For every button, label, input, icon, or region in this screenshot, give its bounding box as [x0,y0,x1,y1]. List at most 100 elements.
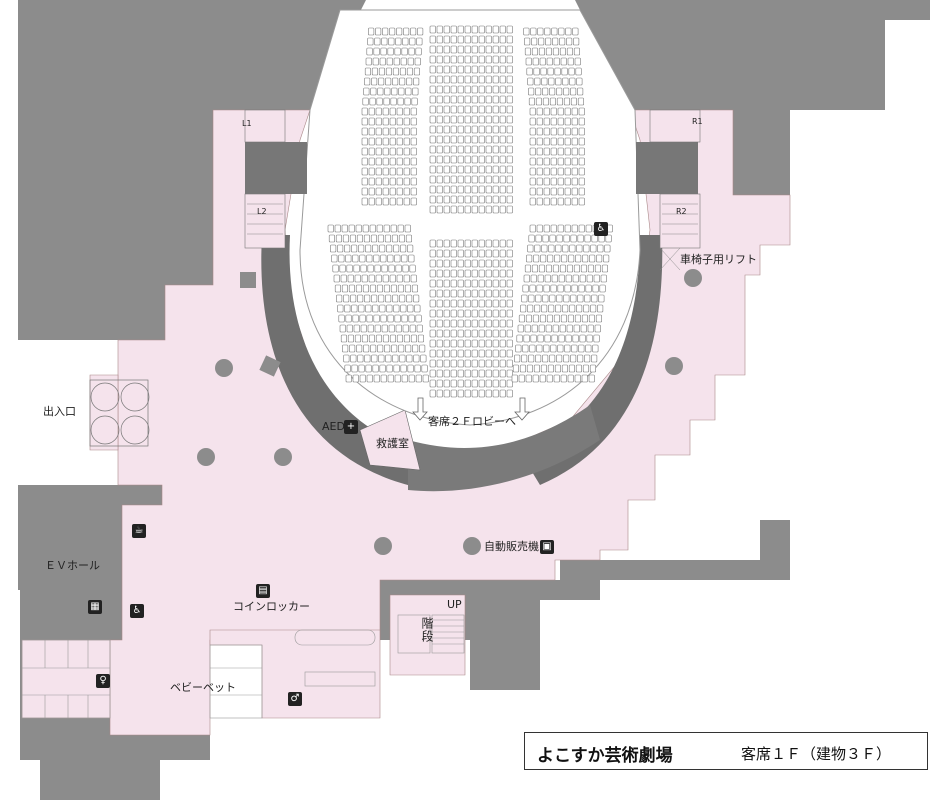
seat-right-upper [563,97,571,106]
seat-right-upper [525,57,532,66]
seat-right-lower [588,374,595,383]
seat-right-upper [571,147,578,156]
seat-center-upper [443,155,450,164]
seat-left-lower [403,274,410,283]
seat-left-upper [396,157,403,166]
seat-left-upper [368,197,375,206]
seat-right-lower [518,374,525,383]
seat-right-lower [539,314,547,323]
seat-left-lower [397,224,404,233]
seat-left-upper [389,157,396,166]
accessible-toilet-icon: ♿ [130,604,144,618]
seat-center-upper [485,135,492,144]
seat-center-lower [443,359,450,368]
seat-center-upper [471,165,478,174]
seat-center-lower [443,269,450,278]
seat-center-upper [450,145,457,154]
seat-right-lower [549,294,556,303]
seat-right-lower [529,284,536,293]
seat-center-lower [492,309,499,318]
seat-right-lower [528,294,535,303]
seat-left-upper [368,147,375,156]
seat-center-upper [436,205,443,214]
seat-center-lower [429,339,436,348]
seat-right-lower [538,264,546,273]
seat-left-upper [382,127,389,136]
seat-right-upper [543,137,550,146]
seat-center-upper [499,175,506,184]
seat-right-lower [550,344,557,353]
seat-center-upper [457,165,464,174]
seat-right-upper [566,47,574,56]
seat-center-upper [464,105,471,114]
seat-right-upper [571,167,578,176]
seat-center-upper [485,185,492,194]
seat-center-upper [485,165,492,174]
seat-left-upper [385,77,392,86]
seat-right-lower [555,244,562,253]
seat-left-upper [396,127,403,136]
seat-right-lower [528,354,535,363]
seat-center-upper [499,125,506,134]
seat-left-lower [407,244,414,253]
seat-left-lower [354,274,361,283]
seat-center-upper [485,125,492,134]
seat-center-lower [506,289,513,298]
seat-right-upper [557,147,564,156]
seat-center-lower [492,369,499,378]
seat-center-upper [499,95,506,104]
seat-left-lower [330,244,337,253]
seat-right-upper [539,57,546,66]
seat-left-lower [399,294,406,303]
seat-right-upper [578,147,585,156]
seat-center-lower [492,299,499,308]
seat-center-lower [450,249,457,258]
seat-center-lower [450,329,457,338]
seat-center-upper [478,65,485,74]
seat-right-upper [543,167,550,176]
seat-right-lower [511,374,518,383]
seat-left-upper [396,107,403,116]
seat-center-upper [478,165,485,174]
seat-left-lower [394,254,401,263]
seat-center-lower [499,259,506,268]
seat-center-lower [471,249,478,258]
seat-right-upper [571,107,578,116]
seat-center-lower [436,259,443,268]
ev-hall-label: ＥＶホール [45,559,100,572]
seat-right-lower [527,244,534,253]
seat-center-lower [485,359,492,368]
seat-right-lower [529,344,536,353]
seat-center-upper [436,25,443,34]
seat-left-upper [403,107,410,116]
seat-center-upper [436,125,443,134]
seat-center-upper [457,155,464,164]
seat-center-upper [478,185,485,194]
seat-center-lower [464,269,471,278]
seat-left-lower [372,244,379,253]
seat-left-upper [361,147,368,156]
seat-left-lower [365,244,372,253]
seat-left-lower [385,354,392,363]
seat-center-upper [478,125,485,134]
seat-center-lower [506,259,513,268]
seat-right-lower [521,294,528,303]
seat-center-lower [436,379,443,388]
seat-right-upper [542,97,550,106]
seat-right-lower [530,274,537,283]
vending-icon: ▣ [540,540,554,554]
seat-right-upper [566,37,573,46]
seat-right-lower [548,244,555,253]
seat-center-upper [464,175,471,184]
seat-right-lower [538,324,545,333]
seat-center-upper [450,105,457,114]
seat-left-lower [381,264,388,273]
seat-left-upper [368,177,375,186]
locker-icon: ▤ [256,584,270,598]
seat-center-upper [506,165,513,174]
seat-center-upper [506,185,513,194]
seat-center-lower [499,299,506,308]
seat-center-lower [485,259,492,268]
seat-right-lower [558,274,565,283]
seat-left-upper [409,37,416,46]
